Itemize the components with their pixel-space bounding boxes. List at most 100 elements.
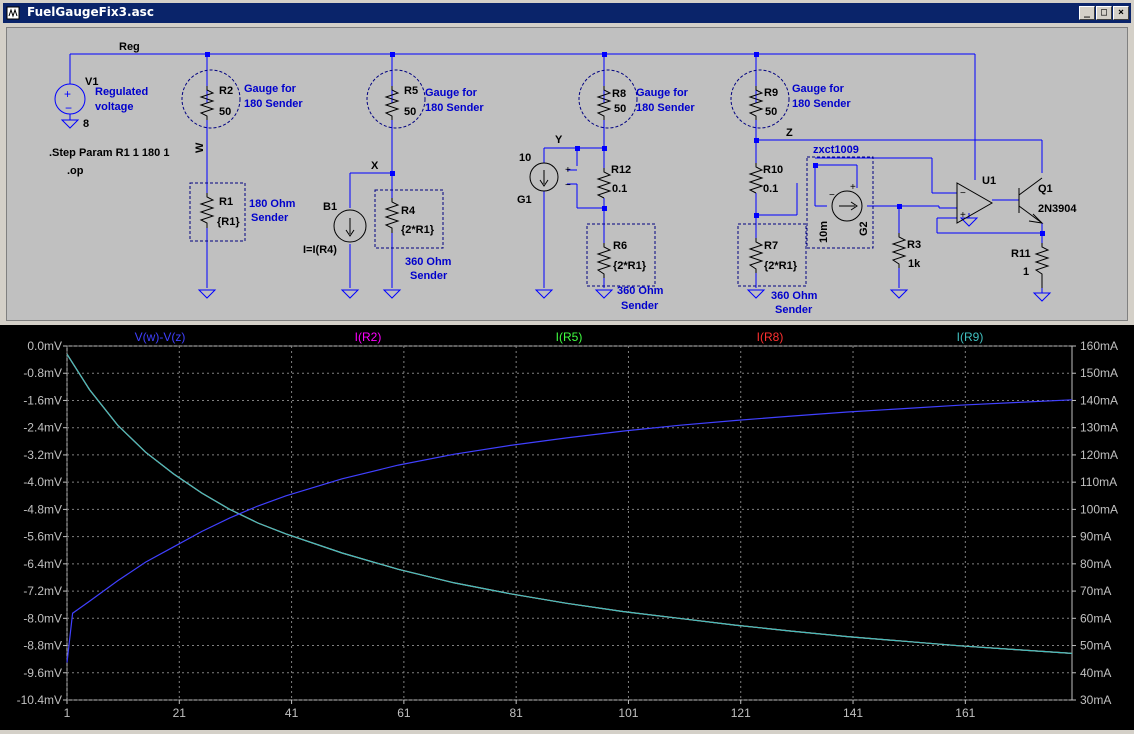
r4-desc-line1: 360 Ohm — [405, 256, 452, 268]
right-tick-label: 50mA — [1080, 639, 1111, 653]
r6-desc-line1: 360 Ohm — [617, 285, 664, 297]
r9-gauge-label-2: 180 Sender — [792, 98, 851, 110]
right-tick-label: 90mA — [1080, 530, 1111, 544]
left-tick-label: -9.6mV — [23, 666, 62, 680]
r7-desc-line2: Sender — [775, 304, 813, 316]
svg-text:−: − — [829, 190, 835, 201]
svg-text:+: + — [960, 210, 966, 221]
r7-name: R7 — [764, 240, 778, 252]
right-tick-label: 70mA — [1080, 584, 1111, 598]
legend-item[interactable]: I(R5) — [556, 330, 583, 344]
v1-name: V1 — [85, 76, 98, 88]
q1-transistor-symbol[interactable] — [1018, 177, 1044, 224]
left-tick-label: -5.6mV — [23, 530, 62, 544]
b1-value: I=I(R4) — [303, 244, 337, 256]
left-tick-label: -10.4mV — [17, 693, 62, 707]
r10-value: 0.1 — [763, 183, 778, 195]
maximize-button[interactable]: □ — [1096, 6, 1112, 20]
x-tick-label: 121 — [731, 706, 751, 720]
trace-i-r5- — [66, 353, 1073, 654]
trace-legend[interactable]: V(w)-V(z) I(R2) I(R5) I(R8) I(R9) — [135, 330, 984, 344]
svg-text:+: + — [565, 165, 571, 176]
r9-name: R9 — [764, 87, 778, 99]
svg-text:−: − — [960, 188, 966, 199]
net-label-x: X — [371, 160, 379, 172]
v1-value: 8 — [83, 118, 89, 130]
r11-value: 1 — [1023, 266, 1029, 278]
trace-i-r9- — [66, 353, 1073, 654]
spice-directive-step[interactable]: .Step Param R1 1 180 1 — [49, 147, 169, 159]
left-tick-label: -1.6mV — [23, 393, 62, 407]
r1-name: R1 — [219, 196, 233, 208]
g1-source-symbol[interactable]: + − — [529, 162, 571, 192]
r3-name: R3 — [907, 239, 921, 251]
r8-name: R8 — [612, 88, 626, 100]
b1-name: B1 — [323, 201, 337, 213]
right-tick-label: 120mA — [1080, 448, 1118, 462]
left-tick-label: -6.4mV — [23, 557, 62, 571]
r6-name: R6 — [613, 240, 627, 252]
right-tick-label: 40mA — [1080, 666, 1111, 680]
right-tick-label: 100mA — [1080, 502, 1118, 516]
v1-source-symbol[interactable]: + − — [54, 83, 86, 115]
minimize-button[interactable]: _ — [1079, 6, 1095, 20]
legend-item[interactable]: I(R8) — [757, 330, 784, 344]
r2-gauge-label-1: Gauge for — [244, 83, 297, 95]
u1-opamp-symbol[interactable]: − + — [956, 182, 994, 224]
net-label-z: Z — [786, 127, 793, 139]
dashed-outlines — [181, 69, 874, 287]
junction-dots — [205, 52, 1045, 236]
x-tick-label: 141 — [843, 706, 863, 720]
r5-name: R5 — [404, 85, 418, 97]
left-tick-label: -2.4mV — [23, 421, 62, 435]
ground-symbols — [60, 119, 1052, 302]
r5-gauge-label-1: Gauge for — [425, 87, 478, 99]
g1-name: G1 — [517, 194, 532, 206]
r6-desc-line2: Sender — [621, 300, 659, 312]
waveform-chart[interactable]: 0.0mV-0.8mV-1.6mV-2.4mV-3.2mV-4.0mV-4.8m… — [0, 325, 1134, 730]
right-tick-label: 140mA — [1080, 393, 1118, 407]
r9-gauge-label-1: Gauge for — [792, 83, 845, 95]
close-button[interactable]: × — [1113, 6, 1129, 20]
left-tick-label: -3.2mV — [23, 448, 62, 462]
r7-value: {2*R1} — [764, 260, 798, 272]
r10-name: R10 — [763, 164, 783, 176]
plot-grid — [66, 345, 1072, 701]
svg-text:+: + — [64, 87, 71, 101]
u1-name: U1 — [982, 175, 996, 187]
right-tick-label: 130mA — [1080, 421, 1118, 435]
legend-item[interactable]: I(R9) — [957, 330, 984, 344]
right-tick-label: 160mA — [1080, 339, 1118, 353]
x-tick-label: 41 — [285, 706, 299, 720]
resistor-symbols[interactable] — [199, 86, 1050, 288]
spice-directive-op[interactable]: .op — [67, 165, 84, 177]
net-label-reg: Reg — [119, 41, 140, 53]
g2-source-symbol[interactable]: − + — [829, 182, 863, 222]
schematic-canvas[interactable]: + − — [7, 28, 1127, 320]
net-label-w: W — [194, 142, 206, 153]
left-tick-label: -7.2mV — [23, 584, 62, 598]
v1-desc-line2: voltage — [95, 101, 134, 113]
zxct1009-label: zxct1009 — [813, 144, 859, 156]
r2-gauge-label-2: 180 Sender — [244, 98, 303, 110]
title-bar[interactable]: FuelGaugeFix3.asc _ □ × — [3, 3, 1131, 23]
r4-name: R4 — [401, 205, 416, 217]
waveform-pane[interactable]: 0.0mV-0.8mV-1.6mV-2.4mV-3.2mV-4.0mV-4.8m… — [0, 325, 1134, 730]
svg-text:−: − — [565, 180, 571, 191]
legend-item[interactable]: V(w)-V(z) — [135, 330, 186, 344]
g1-value: 10 — [519, 152, 531, 164]
schematic-pane[interactable]: + − — [6, 27, 1128, 321]
right-axis-ticks: 160mA150mA140mA130mA120mA110mA100mA90mA8… — [1072, 339, 1118, 707]
r1-desc-line2: Sender — [251, 212, 289, 224]
trace-i-r8- — [66, 353, 1073, 654]
right-tick-label: 80mA — [1080, 557, 1111, 571]
r6-value: {2*R1} — [613, 260, 647, 272]
trace-i-r2- — [66, 353, 1073, 654]
b1-current-source-symbol[interactable] — [333, 209, 367, 243]
q1-value: 2N3904 — [1038, 203, 1077, 215]
left-tick-label: -4.0mV — [23, 475, 62, 489]
trace-lines — [66, 353, 1073, 663]
legend-item[interactable]: I(R2) — [355, 330, 382, 344]
net-label-y: Y — [555, 134, 563, 146]
